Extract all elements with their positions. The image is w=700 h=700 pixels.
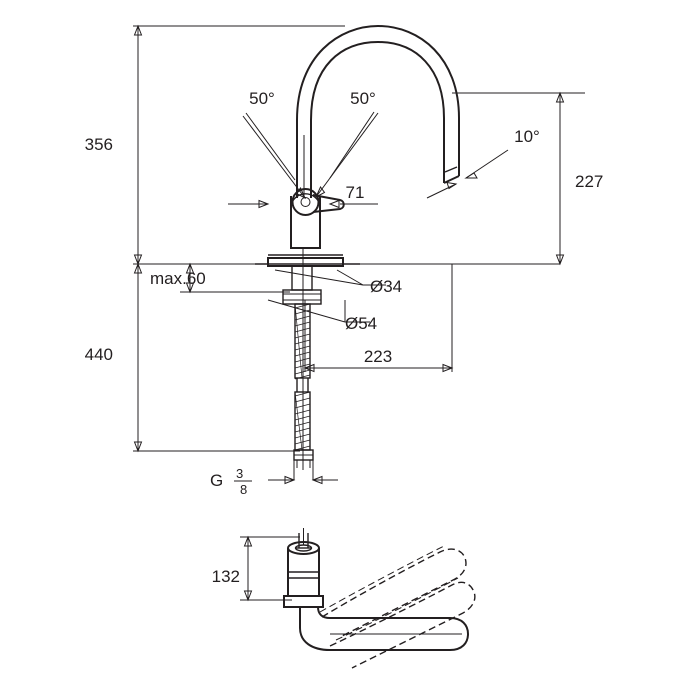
label-offset-71: 71 [346,183,365,202]
handle-pivot-circle [291,188,320,216]
label-thread-numerator: 3 [236,466,243,481]
label-angle-right-50: 50° [350,89,376,108]
dimension-depth-440: 440 [85,262,143,453]
angle-left-50: 50° [242,89,307,200]
dimension-max-60: max.60 [150,262,206,294]
spout-outlet [443,175,460,184]
label-spout-height-227: 227 [575,172,603,191]
dimension-spout-height-227: 227 [555,91,603,266]
faucet-elevation-view [255,24,460,470]
handle-lever [312,194,345,213]
swivel-guides [319,545,459,641]
label-angle-spout-10: 10° [514,127,540,146]
plan-body-top [287,541,320,555]
angle-spout-10: 10° [426,127,540,199]
base-flange [267,257,344,267]
label-diameter-34: Ø34 [370,277,402,296]
label-angle-left-50: 50° [249,89,275,108]
dimension-offset-71: 71 [228,183,378,209]
label-reach-223: 223 [364,347,392,366]
faucet-body [290,196,321,249]
label-thread-denominator: 8 [240,482,247,497]
label-diameter-54: Ø54 [345,314,377,333]
dimension-reach-223: 223 [303,347,454,373]
dimension-diameter-54: Ø54 [345,314,377,333]
label-thread-g: G [210,471,223,490]
plan-base-plate [283,595,324,608]
label-depth-440: 440 [85,345,113,364]
hose-mid-section [296,378,309,392]
spout-outer-profile [296,24,460,198]
dimension-lever-height-132: 132 [212,535,253,602]
spout-inner-profile [310,40,445,198]
dimension-diameter-34: Ø34 [363,277,402,296]
label-max-60: max.60 [150,269,206,288]
plan-spout-arm [299,606,470,651]
angle-right-50: 50° [314,89,379,199]
handle-pivot-center [300,197,311,207]
spout-outlet-edge [444,166,458,173]
faucet-plan-view [283,528,476,669]
extension-lines [133,25,585,601]
dimension-thread-g38: G 3 8 [210,466,338,497]
plan-body-top-inner [294,544,313,552]
label-height-356: 356 [85,135,113,154]
swivel-range-dashed [321,548,476,669]
dimension-height-356: 356 [85,24,143,266]
mounting-shank [282,265,322,305]
label-lever-height-132: 132 [212,567,240,586]
